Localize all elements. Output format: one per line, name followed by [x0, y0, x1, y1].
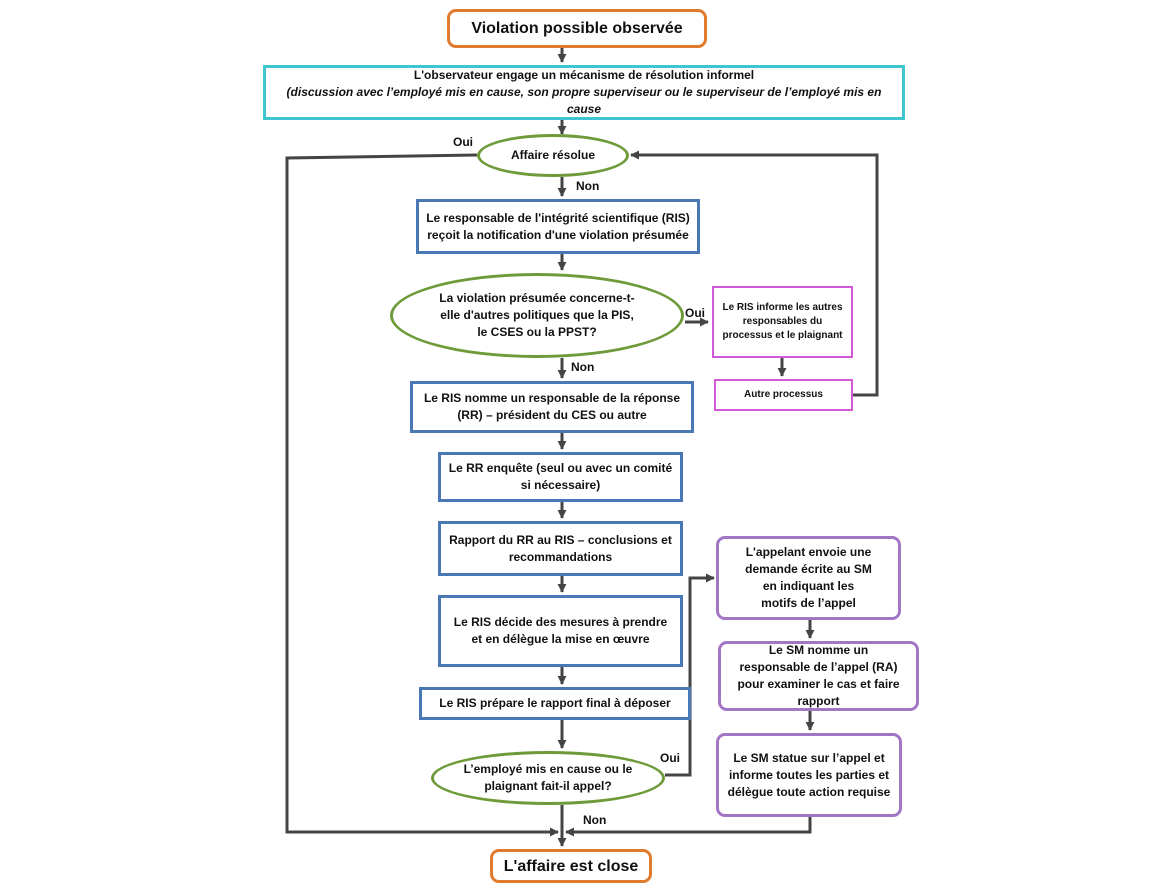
- resolved-decision: Affaire résolue: [477, 134, 629, 177]
- sm-rules-box: Le SM statue sur l’appel et informe tout…: [716, 733, 902, 817]
- informal-resolution-text: L'observateur engage un mécanisme de rés…: [413, 68, 755, 82]
- rr-report-box: Rapport du RR au RIS – conclusions et re…: [438, 521, 683, 576]
- arrow-other-process-to-resolved: [630, 150, 879, 397]
- appeal-yes-label: Oui: [660, 751, 680, 765]
- appeal-no-label: Non: [583, 813, 607, 827]
- rr-investigates-box: Le RR enquête (seul ou avec un comité si…: [438, 452, 683, 502]
- appoint-ra-box: Le SM nomme un responsable de l’appel (R…: [718, 641, 919, 711]
- notification-box: Le responsable de l'intégrité scientifiq…: [416, 199, 700, 254]
- informal-resolution-box: L'observateur engage un mécanisme de rés…: [263, 65, 905, 120]
- arrow-appeal-to-appeal-request: [665, 573, 715, 777]
- resolved-no-label: Non: [576, 179, 600, 193]
- resolved-yes-label: Oui: [453, 135, 473, 149]
- other-process-box: Autre processus: [714, 379, 853, 411]
- arrow-resolved-yes-to-end: [285, 153, 559, 837]
- arrow-sm-rules-to-end: [565, 817, 812, 837]
- final-report-box: Le RIS prépare le rapport final à dépose…: [419, 687, 691, 720]
- policies-yes-label: Oui: [685, 306, 705, 320]
- ris-informs-box: Le RIS informe les autres responsables d…: [712, 286, 853, 358]
- appoint-rr-box: Le RIS nomme un responsable de la répons…: [410, 381, 694, 433]
- ris-decides-box: Le RIS décide des mesures à prendre et e…: [438, 595, 683, 667]
- end-node: L'affaire est close: [490, 849, 652, 883]
- policies-no-label: Non: [571, 360, 595, 374]
- informal-resolution-details: (discussion avec l’employé mis en cause,…: [286, 85, 882, 116]
- appeal-decision: L’employé mis en cause ou le plaignant f…: [431, 751, 665, 805]
- other-policies-decision: La violation présumée concerne-t-elle d'…: [390, 273, 684, 358]
- appeal-request-box: L'appelant envoie une demande écrite au …: [716, 536, 901, 620]
- start-node: Violation possible observée: [447, 9, 707, 48]
